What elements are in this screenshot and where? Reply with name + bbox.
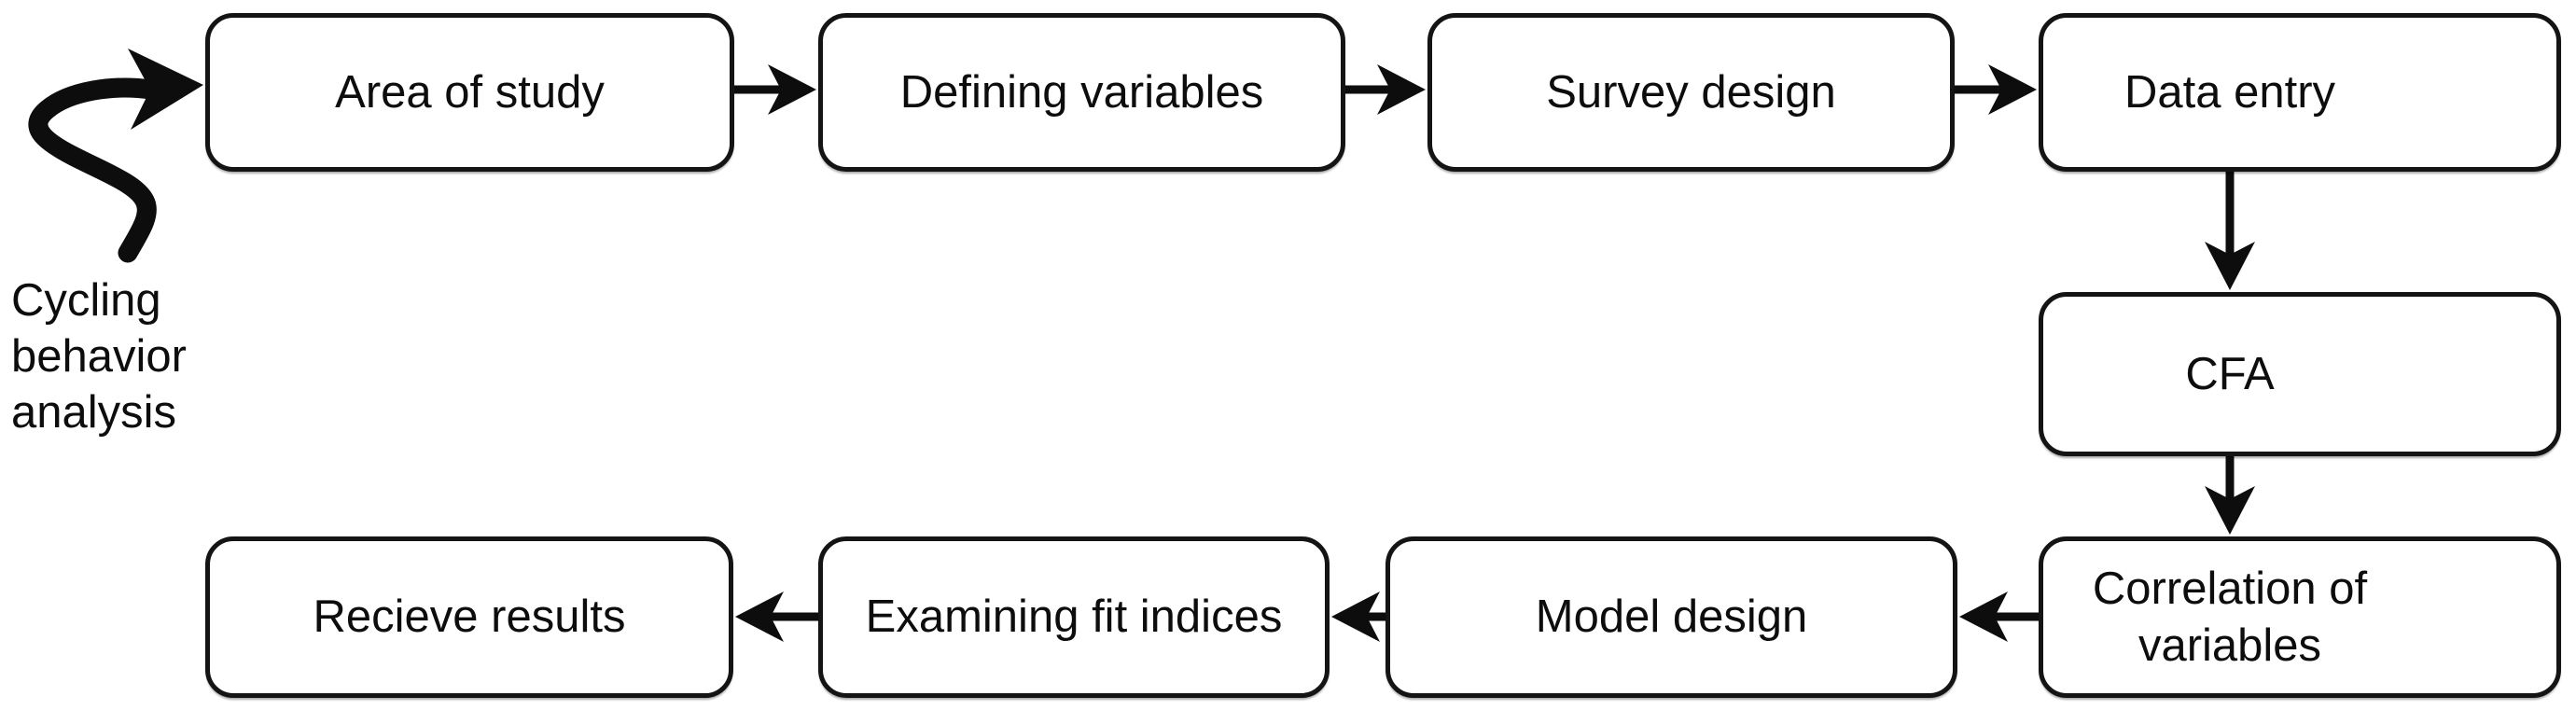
annotation-line: behavior (11, 331, 187, 382)
flow-node-examining-fit-indices: Examining fit indices (818, 536, 1330, 698)
flow-node-model-design: Model design (1385, 536, 1957, 698)
arrow-survey-to-dataentry (1955, 64, 2037, 115)
arrow-dataentry-to-cfa (2205, 172, 2255, 290)
flow-node-defining-variables: Defining variables (818, 13, 1345, 172)
annotation-cycling-behavior-analysis: Cycling behavior analysis (11, 272, 187, 440)
flow-node-data-entry: Data entry (2039, 13, 2561, 172)
flow-node-recieve-results: Recieve results (205, 536, 733, 698)
node-label-area-of-study: Area of study (335, 66, 605, 118)
flow-node-correlation-of-variables: Correlation of variables (2039, 536, 2561, 698)
arrow-cfa-to-correlation (2205, 456, 2255, 535)
node-label-survey-design: Survey design (1546, 66, 1836, 118)
node-label-defining-variables: Defining variables (899, 66, 1264, 118)
arrow-modeldesign-to-examining (1331, 592, 1385, 642)
flow-node-area-of-study: Area of study (205, 13, 734, 172)
node-label-model-design: Model design (1535, 592, 1808, 642)
squiggle-arrow (28, 49, 203, 263)
arrow-examining-to-recieve (735, 592, 818, 642)
arrow-area-to-defining (734, 64, 816, 115)
flow-node-survey-design: Survey design (1427, 13, 1955, 172)
node-label-examining-fit-indices: Examining fit indices (865, 592, 1283, 642)
node-label-data-entry: Data entry (2123, 66, 2336, 118)
flow-node-cfa: CFA (2039, 292, 2561, 456)
node-label-correlation-of-variables: Correlation of variables (2092, 563, 2368, 671)
arrow-correlation-to-modeldesign (1959, 592, 2039, 642)
node-label-recieve-results: Recieve results (313, 592, 626, 642)
node-label-cfa: CFA (2185, 348, 2275, 399)
annotation-line: Cycling (11, 275, 161, 326)
arrow-defining-to-survey (1345, 64, 1426, 115)
annotation-line: analysis (11, 387, 177, 438)
